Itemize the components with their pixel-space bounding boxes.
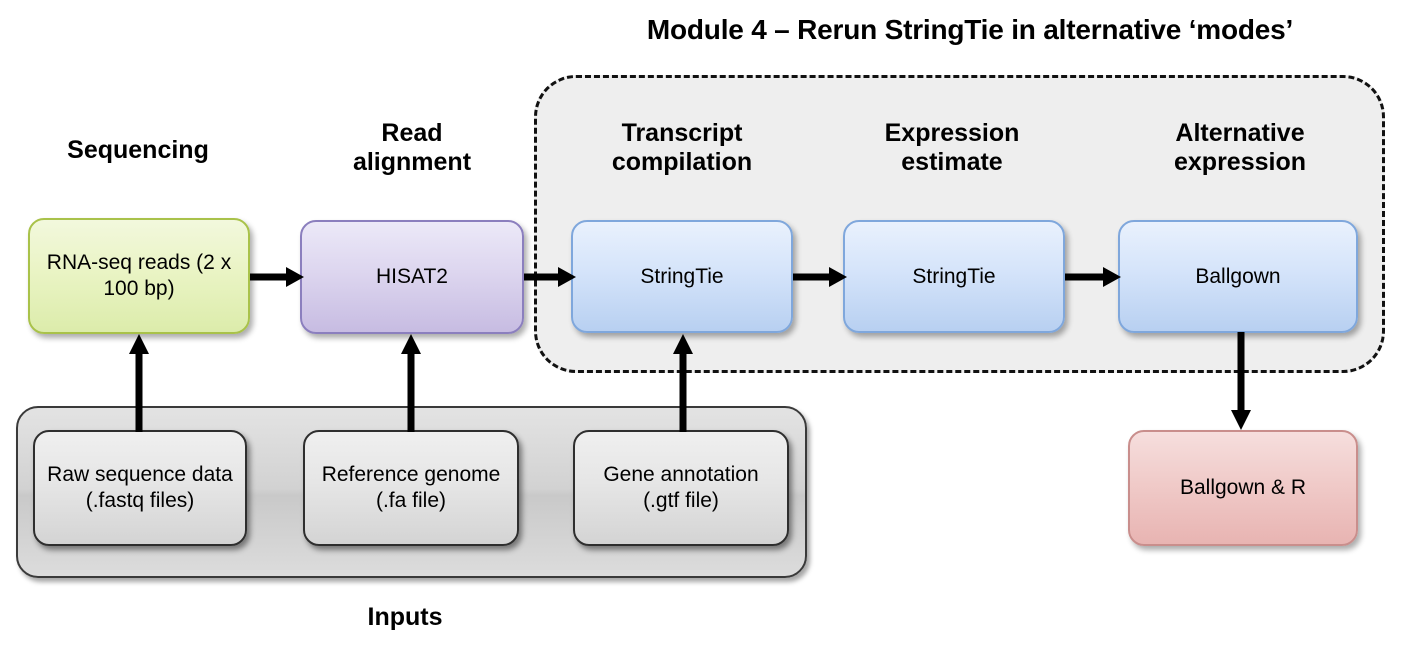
column-heading-alternative-expression: Alternative expression [1120, 119, 1360, 177]
node-label: Raw sequence data (.fastq files) [47, 463, 233, 512]
node-label: Reference genome (.fa file) [321, 463, 501, 512]
column-heading-transcript-compilation: Transcript compilation [566, 119, 798, 177]
node-label: HISAT2 [376, 265, 448, 288]
column-heading-read-alignment: Read alignment [296, 119, 528, 177]
column-heading-line-2: compilation [611, 148, 753, 176]
arrow-reference-genome-to-hisat2 [396, 332, 426, 432]
arrow-stringtie-1-to-stringtie-2 [793, 262, 849, 292]
arrow-gene-annotation-to-stringtie-1 [668, 332, 698, 432]
node-hisat2[interactable]: HISAT2 [300, 220, 524, 334]
module-title: Module 4 – Rerun StringTie in alternativ… [646, 14, 1294, 45]
column-heading-line-2: expression [1173, 148, 1306, 176]
inputs-group-label: Inputs [367, 603, 443, 631]
column-heading-line: Sequencing [67, 136, 209, 164]
node-label: Ballgown [1195, 264, 1281, 288]
node-ballgown-and-r[interactable]: Ballgown & R [1128, 430, 1358, 546]
node-stringtie-2[interactable]: StringTie [843, 220, 1065, 333]
arrow-raw-data-to-reads [124, 332, 154, 432]
node-stringtie-1[interactable]: StringTie [571, 220, 793, 333]
node-rna-seq-reads[interactable]: RNA-seq reads (2 x 100 bp) [28, 218, 250, 334]
column-heading-line-2: estimate [901, 148, 1003, 176]
column-heading-expression-estimate: Expression estimate [836, 119, 1068, 177]
node-label: Gene annotation (.gtf file) [603, 463, 759, 512]
column-heading-line-1: Transcript [621, 119, 743, 147]
node-gene-annotation[interactable]: Gene annotation (.gtf file) [573, 430, 789, 546]
node-reference-genome[interactable]: Reference genome (.fa file) [303, 430, 519, 546]
node-label: RNA-seq reads (2 x 100 bp) [46, 251, 232, 300]
arrow-hisat2-to-stringtie-1 [524, 262, 578, 292]
node-ballgown[interactable]: Ballgown [1118, 220, 1358, 333]
column-heading-line-2: alignment [352, 148, 472, 176]
column-heading-line-1: Read [381, 119, 443, 147]
arrow-stringtie-2-to-ballgown [1065, 262, 1123, 292]
arrow-reads-to-hisat2 [250, 262, 306, 292]
node-raw-sequence-data[interactable]: Raw sequence data (.fastq files) [33, 430, 247, 546]
column-heading-sequencing: Sequencing [22, 136, 254, 165]
node-label: StringTie [640, 264, 724, 288]
node-label: Ballgown & R [1179, 476, 1307, 499]
arrow-ballgown-to-ballgown-and-r [1226, 332, 1256, 432]
node-label: StringTie [912, 264, 996, 288]
column-heading-line-1: Expression [884, 119, 1020, 147]
column-heading-line-1: Alternative [1175, 119, 1305, 147]
